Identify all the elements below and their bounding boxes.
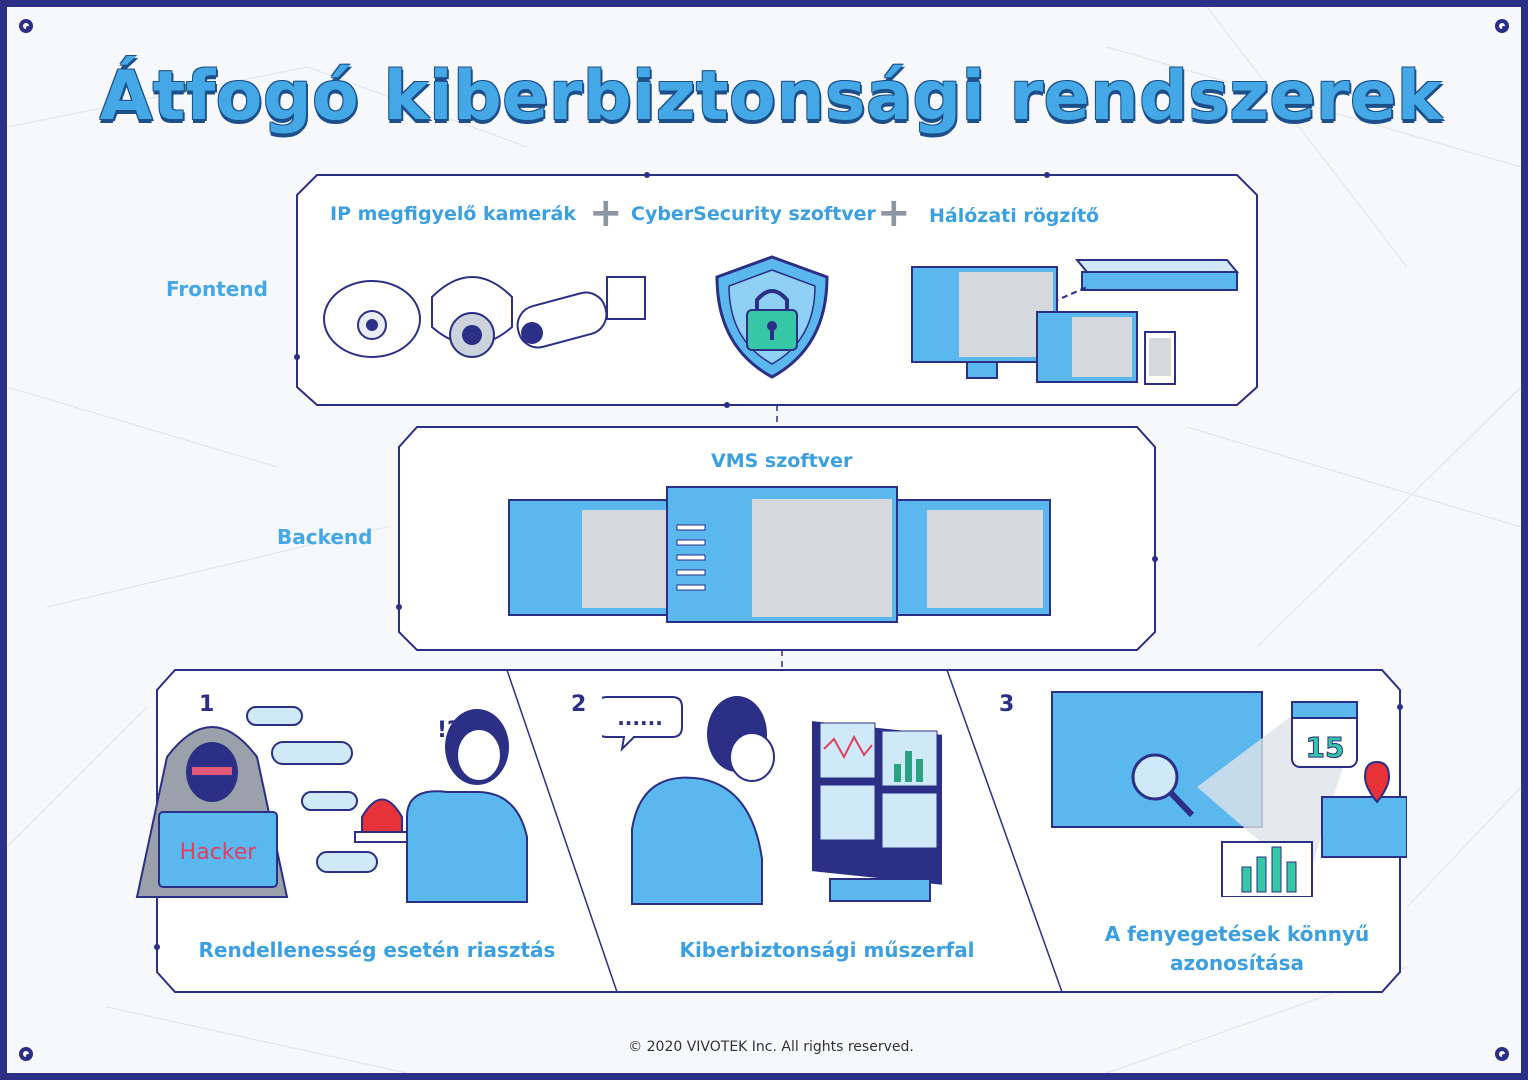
copyright-footer: © 2020 VIVOTEK Inc. All rights reserved. <box>628 1039 914 1055</box>
feature-caption-3-line2: azonosítása <box>1169 951 1305 975</box>
calendar-day-text: 15 <box>1306 731 1345 764</box>
corner-dot <box>19 19 33 33</box>
shield-lock-icon <box>715 255 829 379</box>
dashboard-illustration: ...... <box>602 696 942 905</box>
ip-camera-icons <box>323 276 646 358</box>
svg-text:......: ...... <box>617 706 663 730</box>
plus-icon: + <box>589 190 623 236</box>
vms-screens-icon <box>508 486 1051 623</box>
laptop-hacker-text: Hacker <box>180 840 258 865</box>
page-title: Átfogó kiberbiztonsági rendszerek <box>99 57 1443 136</box>
corner-dot <box>1495 1047 1509 1061</box>
network-recorder-title: Hálózati rögzítő <box>929 205 1100 227</box>
feature-caption-2: Kiberbiztonsági műszerfal <box>679 938 975 962</box>
vms-software-title: VMS szoftver <box>711 450 853 472</box>
corner-dot <box>1495 19 1509 33</box>
cybersecurity-software-title: CyberSecurity szoftver <box>631 203 876 225</box>
feature-caption-1: Rendellenesség esetén riasztás <box>198 938 556 962</box>
corner-dot <box>19 1047 33 1061</box>
network-recorder-icons <box>911 259 1240 385</box>
feature-number-1: 1 <box>199 692 215 717</box>
svg-text:!?: !? <box>437 718 460 743</box>
frontend-label: Frontend <box>166 277 268 301</box>
feature-number-3: 3 <box>999 692 1015 717</box>
ip-cameras-title: IP megfigyelő kamerák <box>330 203 576 225</box>
hacker-alarm-illustration: Hacker !? <box>135 706 528 903</box>
feature-number-2: 2 <box>571 692 587 717</box>
background-network <box>7 7 1521 1073</box>
threat-identification-illustration: 15 <box>1051 691 1407 897</box>
plus-icon: + <box>877 190 911 236</box>
backend-label: Backend <box>277 525 373 549</box>
feature-caption-3-line1: A fenyegetések könnyű <box>1104 922 1370 946</box>
